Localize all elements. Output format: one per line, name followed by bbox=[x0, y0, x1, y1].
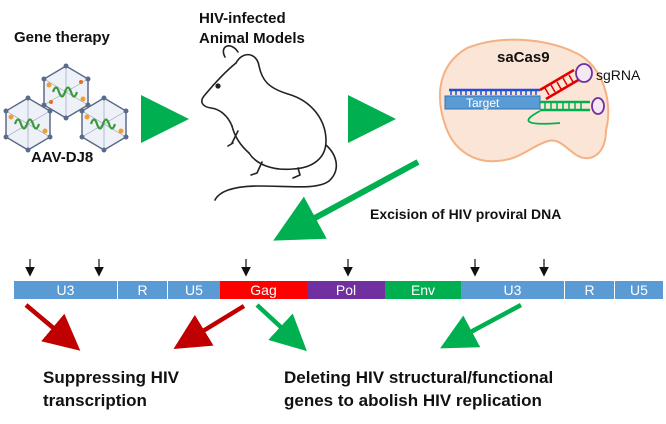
segment-pol: Pol bbox=[307, 281, 385, 299]
aav-label: AAV-DJ8 bbox=[31, 149, 94, 166]
sacas9-label: saCas9 bbox=[497, 49, 550, 66]
mouse-icon bbox=[201, 45, 338, 201]
segment-r-left: R bbox=[118, 281, 168, 299]
green-arrow-ltr bbox=[440, 303, 523, 349]
segment-u3-right: U3 bbox=[461, 281, 565, 299]
models-label-line2: Animal Models bbox=[199, 30, 305, 47]
excision-arrow bbox=[273, 159, 420, 241]
models-label-line1: HIV-infected bbox=[199, 10, 286, 27]
aav-particle-icon bbox=[79, 95, 129, 153]
segment-u3-left: U3 bbox=[14, 281, 118, 299]
cas9-complex-icon bbox=[439, 38, 610, 163]
sgrna-label: sgRNA bbox=[596, 67, 641, 83]
gene-therapy-label: Gene therapy bbox=[14, 29, 110, 46]
red-arrow-gag bbox=[173, 304, 246, 350]
delete-label-line1: Deleting HIV structural/functional bbox=[284, 368, 554, 387]
green-arrow-gag bbox=[255, 303, 307, 352]
suppress-label-line2: transcription bbox=[43, 391, 147, 410]
aav-particle-icon bbox=[3, 95, 53, 153]
segment-u5-right: U5 bbox=[615, 281, 663, 299]
target-label: Target bbox=[466, 96, 500, 110]
excision-label: Excision of HIV proviral DNA bbox=[370, 206, 562, 222]
segment-gag: Gag bbox=[220, 281, 307, 299]
aav-particle-icon bbox=[41, 63, 91, 121]
segment-r-right: R bbox=[565, 281, 615, 299]
red-arrow-ltr bbox=[24, 303, 81, 351]
segment-env: Env bbox=[385, 281, 461, 299]
segment-u5-left: U5 bbox=[168, 281, 220, 299]
cut-site-arrows bbox=[25, 259, 549, 277]
delete-label-line2: genes to abolish HIV replication bbox=[284, 391, 542, 410]
suppress-label-line1: Suppressing HIV bbox=[43, 368, 180, 387]
